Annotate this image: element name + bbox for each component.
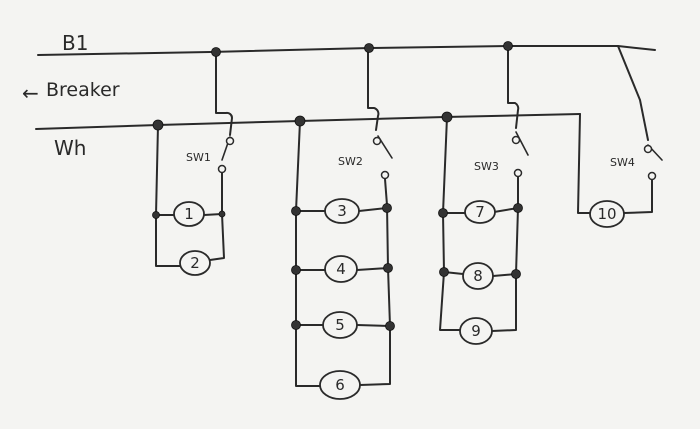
lamp-1: 1 <box>173 201 205 227</box>
svg-text:1: 1 <box>184 205 194 223</box>
svg-text:10: 10 <box>597 205 616 223</box>
b1-bus-line <box>37 45 656 56</box>
hot-tap-sw4 <box>617 45 649 141</box>
lamp-7: 7 <box>464 200 496 224</box>
group1-hot-rail <box>209 172 225 261</box>
hot-tap-sw2 <box>367 47 380 131</box>
group4-wires <box>577 113 653 214</box>
group2-hot-rail <box>359 178 391 386</box>
junction-dots <box>152 41 523 331</box>
svg-text:6: 6 <box>335 376 345 394</box>
group1-neutral-rail <box>155 124 181 267</box>
sw4-label: SW4 <box>610 156 635 169</box>
svg-text:5: 5 <box>335 316 345 334</box>
breaker-arrow-icon: ← <box>22 81 39 105</box>
group3-hot-rail <box>491 176 519 332</box>
svg-text:3: 3 <box>337 202 347 220</box>
lamp-6: 6 <box>319 370 361 400</box>
hot-tap-sw3 <box>507 45 520 129</box>
switch-sw1[interactable]: SW1 <box>186 136 235 174</box>
wh-neutral-line <box>35 113 581 130</box>
group2-neutral-rail <box>295 120 321 387</box>
lamp-3: 3 <box>324 198 360 224</box>
switch-sw3[interactable]: SW3 <box>474 131 529 178</box>
svg-text:4: 4 <box>336 260 346 278</box>
svg-text:7: 7 <box>475 203 485 221</box>
sw2-label: SW2 <box>338 155 363 168</box>
sw3-label: SW3 <box>474 160 499 173</box>
group2-rungs <box>295 207 391 327</box>
lamp-2: 2 <box>179 250 211 276</box>
lamp-5: 5 <box>322 311 358 339</box>
group3-neutral-rail <box>439 116 461 331</box>
switch-sw2[interactable]: SW2 <box>338 135 393 180</box>
lamp-4: 4 <box>324 255 358 283</box>
lamp-10: 10 <box>589 200 625 228</box>
breaker-label: Breaker <box>46 79 120 101</box>
lamp-8: 8 <box>462 262 494 290</box>
b1-label: B1 <box>62 31 88 55</box>
svg-text:8: 8 <box>473 267 483 285</box>
svg-text:9: 9 <box>471 322 481 340</box>
lamp-9: 9 <box>459 317 493 345</box>
sw1-label: SW1 <box>186 151 211 164</box>
svg-text:2: 2 <box>190 254 200 272</box>
group3-rungs <box>442 207 519 277</box>
hot-tap-sw1 <box>215 51 233 136</box>
switch-sw4[interactable]: SW4 <box>610 144 663 181</box>
wh-label: Wh <box>54 136 86 160</box>
